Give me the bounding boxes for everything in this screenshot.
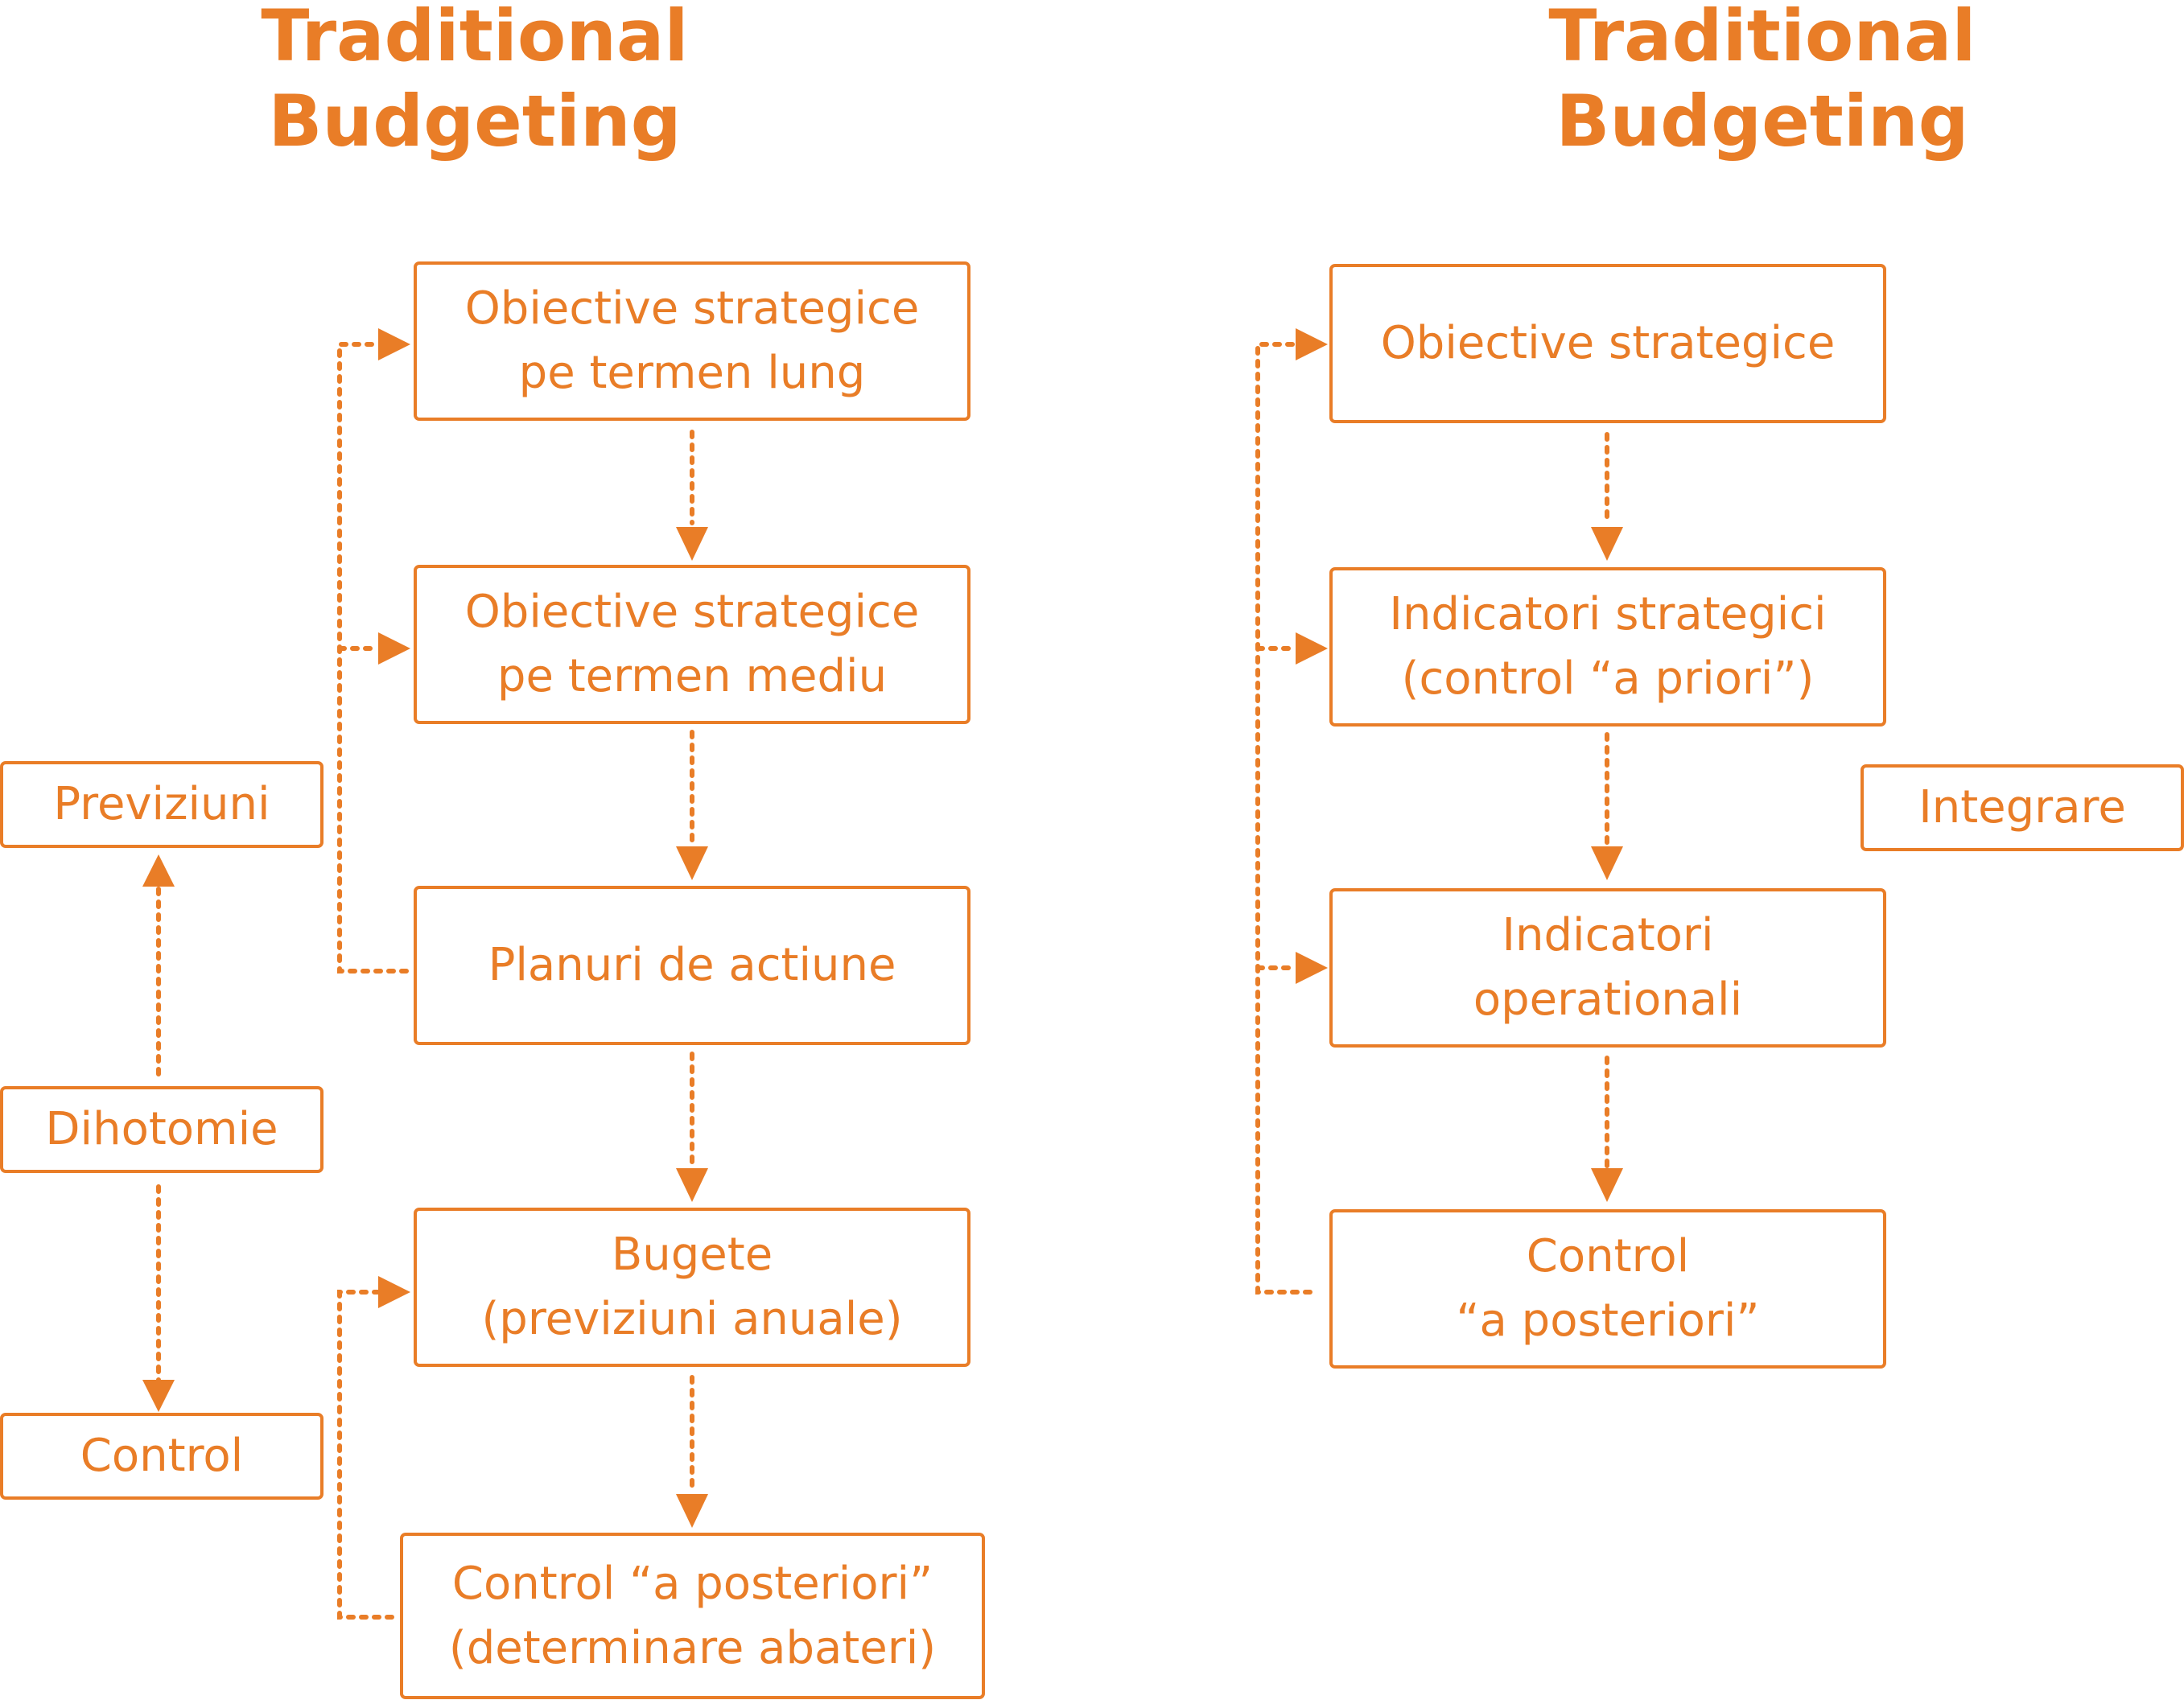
left-arrowhead-r2 (378, 632, 410, 665)
left-title-line1: Traditional (261, 0, 689, 77)
right-arrowhead-2 (1591, 846, 1623, 880)
side-box-previziuni: Previziuni (0, 761, 323, 848)
left-box-budgets: Bugete (previziuni anuale) (414, 1208, 970, 1367)
left-title-line2: Budgeting (268, 80, 682, 163)
right-arrowhead-r3 (1296, 952, 1328, 984)
right-bracket (1255, 342, 1312, 1295)
side-arrowhead-up (142, 854, 175, 887)
left-arrowhead-r3 (378, 1276, 410, 1308)
right-title: Traditional Budgeting (1473, 0, 2052, 164)
side-box-integrare: Integrare (1861, 764, 2184, 851)
left-box-posterior-control: Control “a posteriori” (determinare abat… (400, 1533, 985, 1699)
right-arrowhead-3 (1591, 1168, 1623, 1202)
right-box-posterior-control: Control “a posteriori” (1329, 1209, 1886, 1369)
left-bracket-lower (337, 1290, 394, 1620)
right-arrowhead-r2 (1296, 632, 1328, 665)
right-box-strategic-objectives: Obiective strategice (1329, 264, 1886, 423)
left-title: Traditional Budgeting (185, 0, 764, 164)
right-arrowhead-1 (1591, 527, 1623, 561)
side-box-dihotomie: Dihotomie (0, 1086, 323, 1173)
right-arrowhead-r1 (1296, 328, 1328, 360)
left-arrowhead-3 (676, 1168, 708, 1202)
left-box-action-plans: Planuri de actiune (414, 886, 970, 1045)
left-arrowhead-4 (676, 1494, 708, 1528)
side-box-control: Control (0, 1413, 323, 1500)
left-box-medium-term-objectives: Obiective strategice pe termen mediu (414, 565, 970, 724)
side-arrowhead-down (142, 1380, 175, 1412)
left-box-long-term-objectives: Obiective strategice pe termen lung (414, 261, 970, 421)
left-arrowhead-2 (676, 846, 708, 880)
right-title-line2: Budgeting (1556, 80, 1969, 163)
right-box-strategic-indicators: Indicatori strategici (control “a priori… (1329, 567, 1886, 727)
right-title-line1: Traditional (1548, 0, 1976, 77)
left-arrowhead-r1 (378, 328, 410, 360)
right-box-operational-indicators: Indicatori operationali (1329, 888, 1886, 1048)
left-arrowhead-1 (676, 527, 708, 561)
left-bracket-upper (337, 342, 409, 973)
